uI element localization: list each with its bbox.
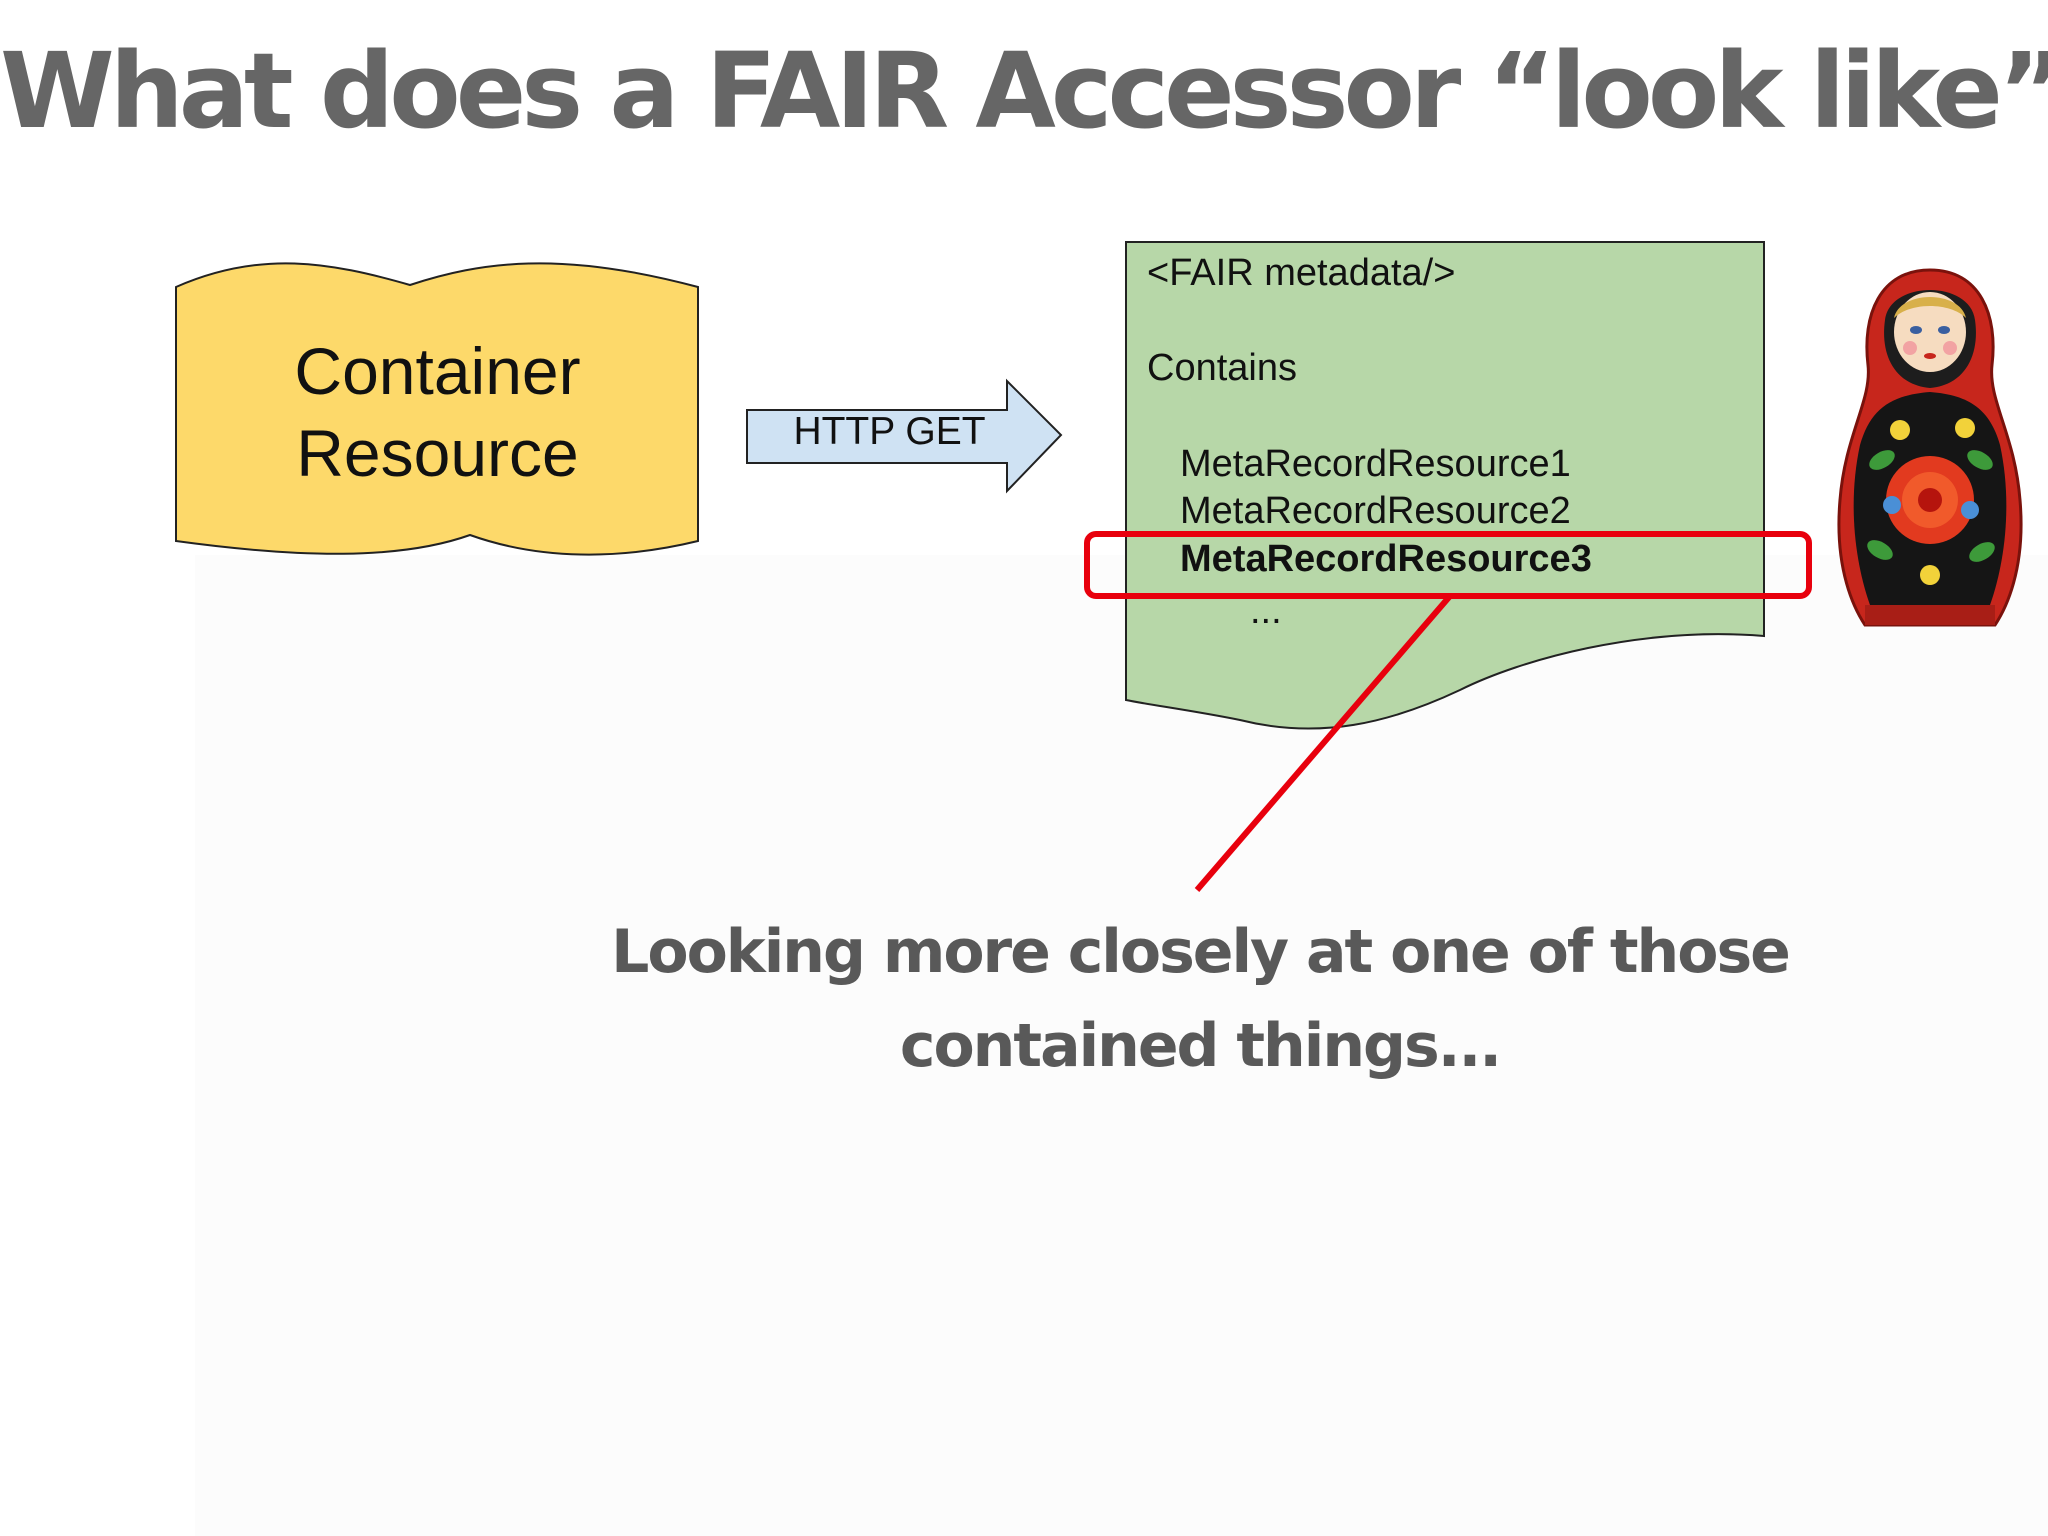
doc-line-record-3: MetaRecordResource3 bbox=[1180, 538, 1592, 580]
caption-line1: Looking more closely at one of those bbox=[611, 917, 1791, 987]
http-get-label: HTTP GET bbox=[793, 410, 986, 453]
highlight-pointer-line bbox=[1194, 594, 1453, 892]
http-get-arrow bbox=[746, 378, 1063, 494]
container-label-line2: Resource bbox=[296, 416, 579, 490]
doc-line-record-2: MetaRecordResource2 bbox=[1180, 490, 1571, 532]
doc-line-fair-metadata: <FAIR metadata/> bbox=[1147, 252, 1456, 294]
matryoshka-doll-image bbox=[1837, 268, 2023, 627]
doc-line-contains: Contains bbox=[1147, 347, 1297, 389]
caption: Looking more closely at one of those con… bbox=[560, 905, 1840, 1093]
content-background bbox=[195, 555, 2048, 1536]
slide-title: What does a FAIR Accessor “look like”? bbox=[0, 30, 2048, 152]
doc-line-ellipsis: ... bbox=[1250, 590, 1282, 632]
doc-line-record-1: MetaRecordResource1 bbox=[1180, 443, 1571, 485]
caption-line2: contained things... bbox=[899, 1011, 1502, 1081]
container-resource-label: Container Resource bbox=[175, 330, 700, 494]
container-label-line1: Container bbox=[294, 334, 581, 408]
fair-document-shape bbox=[1125, 241, 1765, 730]
container-resource-shape bbox=[175, 262, 699, 556]
